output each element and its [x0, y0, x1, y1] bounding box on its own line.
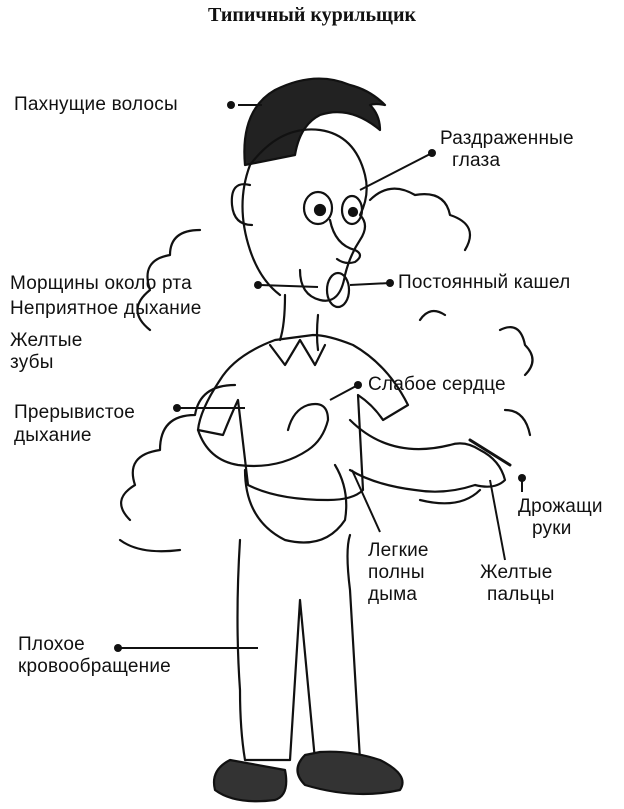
ear	[230, 183, 254, 227]
label-yellow-fingers-line1: Желтые	[480, 562, 553, 583]
head	[241, 128, 368, 302]
neck	[278, 293, 320, 352]
collar	[268, 338, 327, 367]
diagram-title: Типичный курильщик	[208, 4, 416, 26]
right-arm	[348, 418, 507, 493]
label-smelly-hair: Пахнущие волосы	[14, 94, 178, 115]
smoke-cloud-right	[368, 187, 534, 505]
left-eye	[302, 190, 334, 226]
belly	[243, 463, 348, 544]
right-shoe	[296, 750, 404, 796]
label-irritated-eyes-line1: Раздраженные	[440, 128, 574, 149]
label-irritated-eyes-line2: глаза	[452, 150, 501, 171]
trousers	[236, 533, 362, 762]
hair	[243, 77, 387, 167]
label-yellow-fingers-line2: пальцы	[487, 584, 555, 605]
label-yellow-teeth-line2: зубы	[10, 352, 54, 373]
label-smoke-lungs-line3: дыма	[368, 584, 418, 605]
label-poor-circulation-line2: кровообращение	[18, 656, 171, 677]
label-yellow-teeth-line1: Желтые	[10, 330, 83, 351]
label-bad-breath: Неприятное дыхание	[10, 298, 202, 319]
label-poor-circulation-line1: Плохое	[18, 634, 85, 655]
label-mouth-wrinkles: Морщины около рта	[10, 273, 192, 294]
label-smoke-lungs-line1: Легкие	[368, 540, 429, 561]
label-smoke-lungs-line2: полны	[368, 562, 425, 583]
label-irregular-breathing-line1: Прерывистое	[14, 402, 136, 423]
label-irregular-breathing-line2: дыхание	[14, 425, 92, 446]
nose	[328, 218, 362, 265]
shirt	[196, 333, 410, 502]
label-weak-heart: Слабое сердце	[368, 374, 506, 395]
label-shaking-hands-line2: руки	[532, 518, 572, 539]
left-arm	[196, 402, 330, 468]
label-shaking-hands-line1: Дрожащи	[518, 496, 603, 517]
smoke-cloud-left	[118, 228, 237, 553]
cigarette	[468, 438, 512, 467]
mouth	[325, 271, 351, 309]
label-constant-cough: Постоянный кашел	[398, 272, 571, 293]
right-eye	[340, 194, 364, 226]
left-shoe	[212, 758, 288, 803]
